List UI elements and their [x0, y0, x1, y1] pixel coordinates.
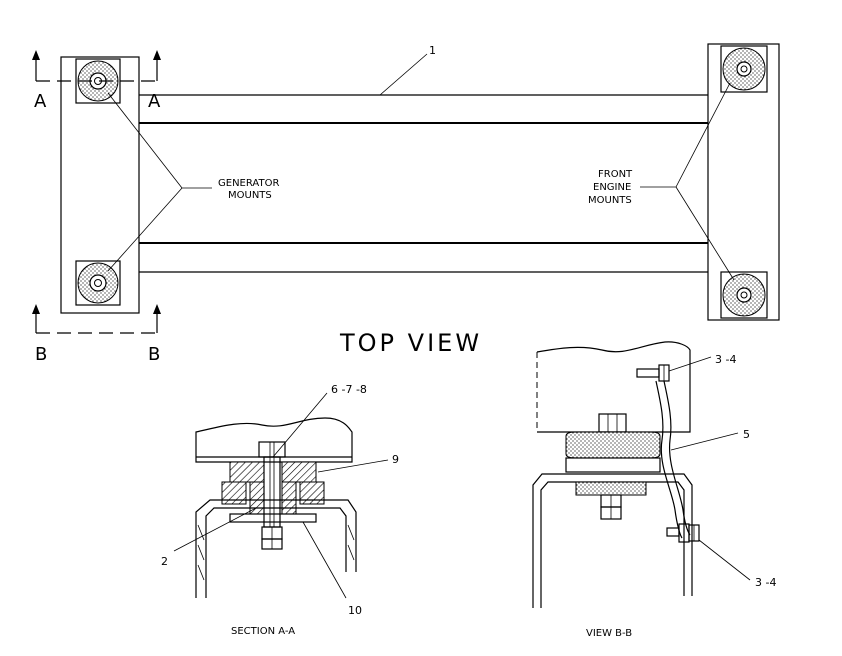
generator-mount-upper [75, 58, 121, 104]
generator-mount-lower [75, 260, 121, 306]
view-line-bb [32, 304, 161, 334]
front-engine-mount-plate [707, 43, 780, 321]
front-engine-mount-upper [720, 45, 768, 93]
leader-front-engine-mounts [640, 82, 735, 281]
generator-mounts-label-line2: MOUNTS [228, 190, 272, 201]
washer-plate [229, 513, 317, 523]
generator-mounts-label-line1: GENERATOR [218, 178, 279, 189]
section-marker-b-right: B [148, 344, 160, 365]
callout-parts-6-7-8: 6 -7 -8 [331, 383, 367, 396]
view-bb: 3 -4 5 3 -4 VIEW B-B [532, 341, 776, 639]
front-engine-mounts-label-line3: MOUNTS [588, 195, 632, 206]
callout-parts-3-4-upper: 3 -4 [715, 353, 736, 366]
callout-part-10: 10 [348, 604, 362, 617]
front-engine-mounts-label-line2: ENGINE [593, 182, 631, 193]
generator-base [195, 417, 353, 463]
top-view-title: TOP VIEW [339, 329, 482, 357]
bolt [258, 441, 286, 550]
mount-bolt-head [598, 413, 627, 433]
callout-part-2: 2 [161, 555, 168, 568]
view-bb-title: VIEW B-B [586, 628, 632, 639]
rubber-isolator [565, 431, 661, 459]
front-engine-mounts-label-line1: FRONT [598, 169, 633, 180]
section-marker-b-left: B [35, 344, 47, 365]
engine-support-bracket [532, 473, 693, 608]
lower-isolator [575, 481, 647, 496]
section-marker-a-right: A [148, 91, 161, 112]
generator-mount-plate [60, 56, 140, 314]
section-marker-a-left: A [34, 91, 47, 112]
leader-part-2 [173, 507, 257, 552]
support-bracket [195, 499, 357, 598]
section-line-aa [32, 50, 161, 82]
strap-bolt-upper [636, 364, 670, 382]
top-view: A A B B 1 GENERATOR MOUNTS FRONT [32, 43, 780, 365]
isolator-hatched [221, 461, 325, 515]
callout-part-5: 5 [743, 428, 750, 441]
section-aa-title: SECTION A-A [231, 626, 295, 637]
lower-rail [139, 242, 708, 273]
strap-bolt-lower [666, 523, 700, 543]
leader-parts-6-7-8 [272, 392, 328, 458]
callout-part-9: 9 [392, 453, 399, 466]
section-aa-view: 6 -7 -8 9 2 10 SECTION A-A [161, 383, 399, 637]
callout-parts-3-4-lower: 3 -4 [755, 576, 776, 589]
leader-part-9 [317, 459, 389, 473]
engine-block [536, 341, 691, 433]
leader-part-10 [302, 521, 347, 599]
front-engine-mount-lower [720, 271, 768, 319]
upper-rail [139, 94, 708, 124]
callout-part-1: 1 [429, 44, 436, 57]
leader-part-1 [379, 53, 428, 96]
leader-generator-mounts [107, 92, 212, 272]
